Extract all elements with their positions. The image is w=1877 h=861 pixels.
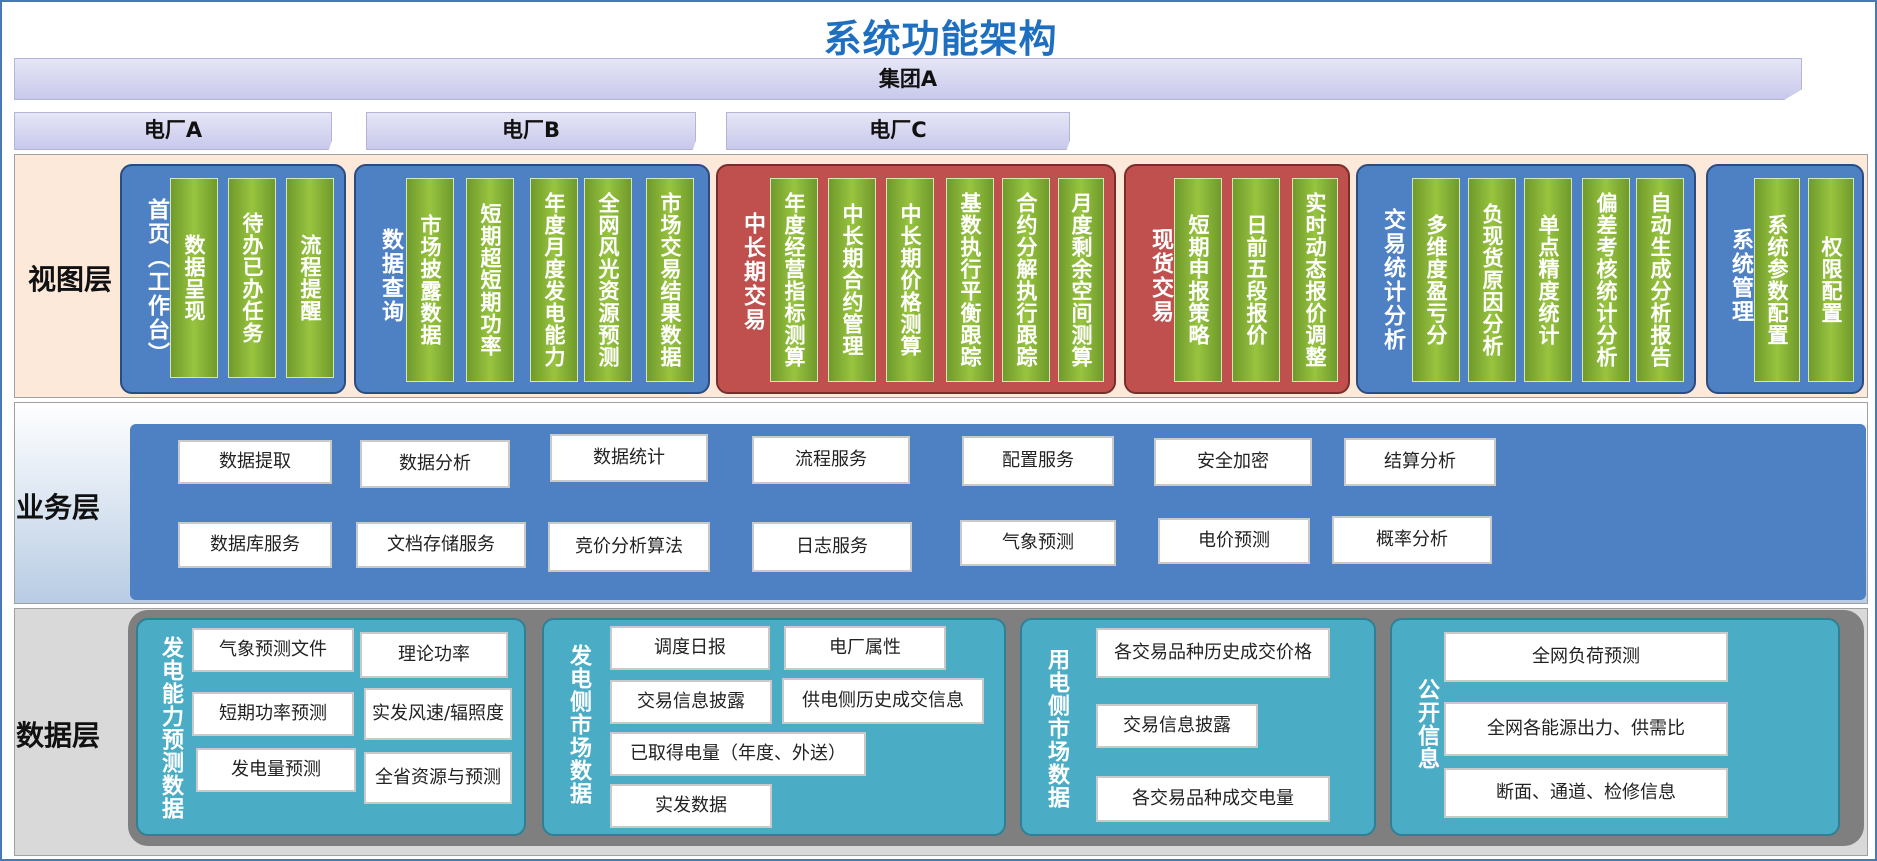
view-layer-label: 视图层 bbox=[28, 263, 113, 296]
data-weather-file[interactable]: 气象预测文件 bbox=[192, 628, 354, 672]
data-trade-disclosure[interactable]: 交易信息披露 bbox=[610, 680, 772, 724]
view-group-system-admin-title: 系统管理 bbox=[1728, 228, 1753, 324]
view-item-generation-capacity[interactable]: 年度月度发电能力 bbox=[530, 178, 578, 382]
view-item-process-reminder[interactable]: 流程提醒 bbox=[286, 178, 334, 378]
service-database[interactable]: 数据库服务 bbox=[178, 522, 332, 568]
view-group-home-title: 首页（工作台） bbox=[144, 198, 169, 366]
plant-banner-b: 电厂B bbox=[366, 112, 696, 150]
view-item-price-calc[interactable]: 中长期价格测算 bbox=[886, 178, 934, 382]
view-group-spot-trade-title: 现货交易 bbox=[1148, 228, 1173, 324]
service-document-storage[interactable]: 文档存储服务 bbox=[356, 522, 526, 568]
diagram-title: 系统功能架构 bbox=[823, 17, 1058, 61]
data-load-forecast[interactable]: 全网负荷预测 bbox=[1444, 632, 1728, 682]
data-obtained-energy[interactable]: 已取得电量（年度、外送） bbox=[610, 732, 866, 776]
data-province-resource[interactable]: 全省资源与预测 bbox=[364, 752, 512, 804]
data-wind-irradiance[interactable]: 实发风速/辐照度 bbox=[364, 688, 512, 740]
service-log[interactable]: 日志服务 bbox=[752, 522, 912, 572]
group-banner: 集团A bbox=[14, 58, 1802, 100]
data-historical-price[interactable]: 各交易品种历史成交价格 bbox=[1096, 628, 1330, 678]
view-item-day-ahead-quote[interactable]: 日前五段报价 bbox=[1232, 178, 1280, 382]
data-group-demand-market-title: 用电侧市场数据 bbox=[1044, 648, 1069, 809]
view-item-contract-decomposition[interactable]: 合约分解执行跟踪 bbox=[1002, 178, 1050, 382]
view-item-data-display[interactable]: 数据呈现 bbox=[170, 178, 218, 378]
view-group-long-term-trade-title: 中长期交易 bbox=[740, 212, 765, 332]
data-grid-maintenance[interactable]: 断面、通道、检修信息 bbox=[1444, 768, 1728, 818]
view-item-annual-indicator[interactable]: 年度经营指标测算 bbox=[770, 178, 818, 382]
service-bidding-algorithm[interactable]: 竞价分析算法 bbox=[548, 522, 710, 572]
view-item-resource-forecast[interactable]: 全网风光资源预测 bbox=[584, 178, 632, 382]
view-item-system-params[interactable]: 系统参数配置 bbox=[1754, 178, 1800, 382]
plant-banner-c: 电厂C bbox=[726, 112, 1070, 150]
view-group-trade-statistics-title: 交易统计分析 bbox=[1380, 208, 1405, 352]
data-group-generation-forecast-title: 发电能力预测数据 bbox=[158, 636, 183, 820]
view-item-monthly-space[interactable]: 月度剩余空间测算 bbox=[1058, 178, 1104, 382]
view-item-point-accuracy[interactable]: 单点精度统计 bbox=[1524, 178, 1572, 382]
service-probability[interactable]: 概率分析 bbox=[1332, 516, 1492, 564]
view-item-profit-loss[interactable]: 多维度盈亏分 bbox=[1412, 178, 1460, 382]
data-layer-label: 数据层 bbox=[16, 719, 101, 752]
view-item-short-term-power[interactable]: 短期超短期功率 bbox=[466, 178, 514, 382]
data-plant-attributes[interactable]: 电厂属性 bbox=[784, 626, 946, 670]
service-price-forecast[interactable]: 电价预测 bbox=[1158, 518, 1310, 564]
data-supply-history[interactable]: 供电侧历史成交信息 bbox=[782, 678, 984, 724]
data-group-supply-market-title: 发电侧市场数据 bbox=[566, 644, 591, 805]
service-data-extract[interactable]: 数据提取 bbox=[178, 440, 332, 484]
view-item-base-balance[interactable]: 基数执行平衡跟踪 bbox=[946, 178, 994, 382]
service-data-statistics[interactable]: 数据统计 bbox=[550, 434, 708, 482]
business-layer-label: 业务层 bbox=[16, 491, 101, 524]
view-item-todo-tasks[interactable]: 待办已办任务 bbox=[228, 178, 276, 378]
view-item-trade-results[interactable]: 市场交易结果数据 bbox=[646, 178, 694, 382]
service-data-analysis[interactable]: 数据分析 bbox=[360, 440, 510, 488]
data-energy-supply-ratio[interactable]: 全网各能源出力、供需比 bbox=[1444, 702, 1728, 756]
view-item-permissions[interactable]: 权限配置 bbox=[1808, 178, 1854, 382]
service-process[interactable]: 流程服务 bbox=[752, 436, 910, 484]
service-weather-forecast[interactable]: 气象预测 bbox=[960, 520, 1116, 566]
data-energy-forecast[interactable]: 发电量预测 bbox=[196, 748, 356, 792]
data-theoretical-power[interactable]: 理论功率 bbox=[360, 632, 508, 678]
service-security[interactable]: 安全加密 bbox=[1154, 438, 1312, 486]
data-dispatch-report[interactable]: 调度日报 bbox=[610, 626, 770, 670]
data-group-public-info-title: 公开信息 bbox=[1414, 678, 1439, 770]
view-item-short-term-bid[interactable]: 短期申报策略 bbox=[1174, 178, 1222, 382]
service-settlement[interactable]: 结算分析 bbox=[1344, 438, 1496, 486]
view-item-deviation-assessment[interactable]: 偏差考核统计分析 bbox=[1582, 178, 1630, 382]
data-demand-disclosure[interactable]: 交易信息披露 bbox=[1096, 704, 1258, 748]
view-item-contract-management[interactable]: 中长期合约管理 bbox=[828, 178, 876, 382]
view-group-data-query-title: 数据查询 bbox=[378, 228, 403, 324]
view-item-auto-report[interactable]: 自动生成分析报告 bbox=[1636, 178, 1684, 382]
data-actual-generation[interactable]: 实发数据 bbox=[610, 784, 772, 828]
view-item-negative-spot[interactable]: 负现货原因分析 bbox=[1468, 178, 1516, 382]
service-config[interactable]: 配置服务 bbox=[962, 436, 1114, 486]
view-item-market-disclosure[interactable]: 市场披露数据 bbox=[406, 178, 454, 382]
data-short-term-power[interactable]: 短期功率预测 bbox=[192, 692, 354, 736]
plant-banner-a: 电厂A bbox=[14, 112, 332, 150]
data-traded-energy[interactable]: 各交易品种成交电量 bbox=[1096, 776, 1330, 822]
view-item-realtime-adjust[interactable]: 实时动态报价调整 bbox=[1292, 178, 1338, 382]
